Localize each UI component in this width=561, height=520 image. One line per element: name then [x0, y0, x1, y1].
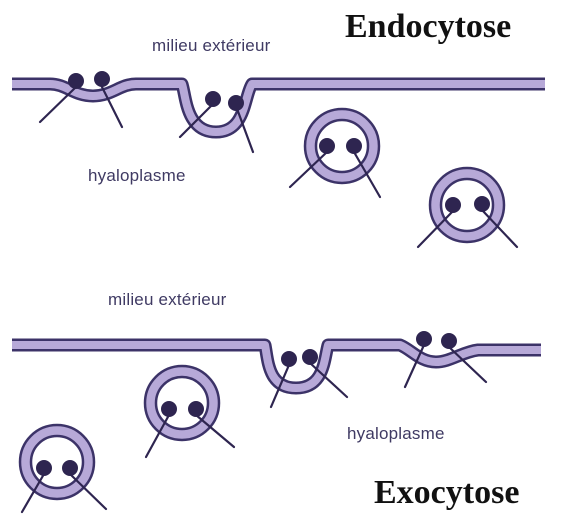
endocytose-title: Endocytose: [345, 8, 511, 46]
ligand-molecule: [281, 351, 297, 367]
hyaloplasm-label: hyaloplasme: [88, 166, 186, 186]
exocytose-title: Exocytose: [374, 474, 519, 512]
endocytic-vesicle: [418, 168, 517, 247]
outer-medium-label: milieu extérieur: [108, 290, 226, 310]
ligand-molecule: [346, 138, 362, 154]
exocytose-membrane: [12, 345, 541, 388]
membrane-outer-layer: [12, 84, 545, 132]
receptor-stem: [40, 87, 76, 122]
ligand-molecule: [94, 71, 110, 87]
endocytic-vesicle: [290, 109, 380, 197]
ligand-molecule: [416, 331, 432, 347]
hyaloplasm-label: hyaloplasme: [347, 424, 445, 444]
ligand-molecule: [228, 95, 244, 111]
endocytose-membrane: [12, 84, 545, 132]
endocytose-diagram: [12, 71, 545, 247]
ligand-molecule: [161, 401, 177, 417]
ligand-molecule: [68, 73, 84, 89]
ligand-molecule: [445, 197, 461, 213]
ligand-molecule: [302, 349, 318, 365]
secretory-vesicle: [20, 425, 106, 512]
ligand-molecule: [441, 333, 457, 349]
ligand-molecule: [474, 196, 490, 212]
secretory-vesicle: [145, 366, 234, 457]
ligand-molecule: [62, 460, 78, 476]
ligand-molecule: [36, 460, 52, 476]
ligand-molecule: [319, 138, 335, 154]
ligand-molecule: [188, 401, 204, 417]
ligand-molecule: [205, 91, 221, 107]
outer-medium-label: milieu extérieur: [152, 36, 270, 56]
